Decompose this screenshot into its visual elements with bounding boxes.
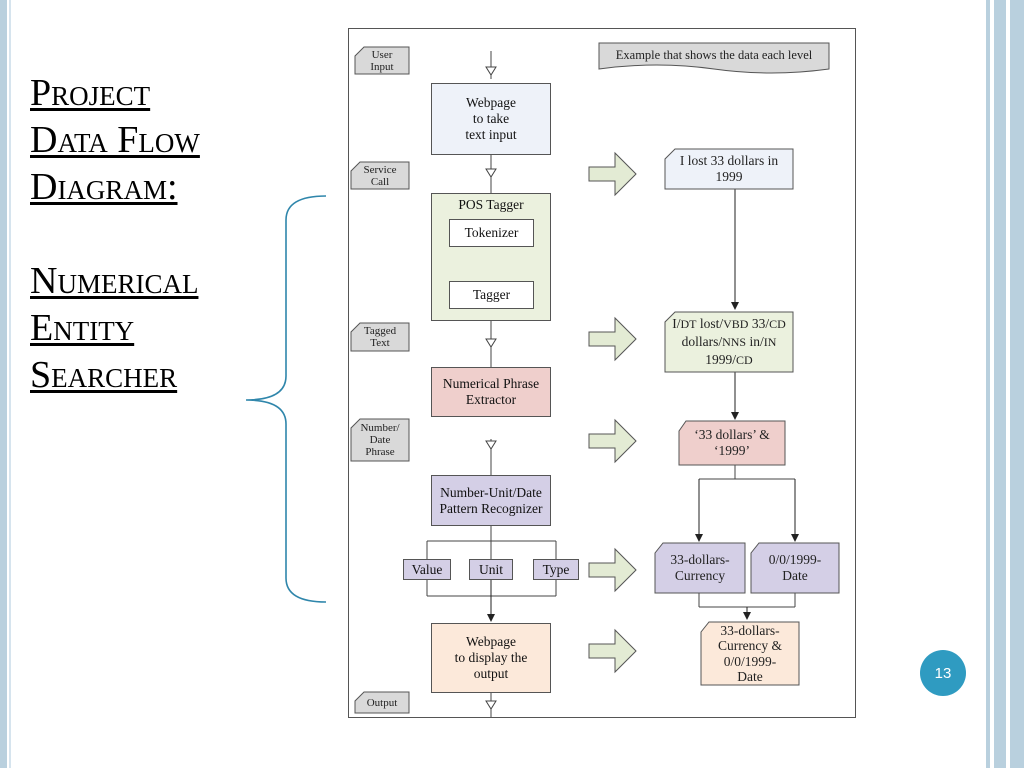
example-banner-label: Example that shows the data each level <box>615 48 813 62</box>
slide-right-border-1 <box>986 0 990 768</box>
title-line-3: Diagram: <box>30 166 178 208</box>
example-currency: 33-dollars-Currency <box>670 552 730 583</box>
subtitle-line-2: Entity <box>30 307 135 349</box>
title-line-1: Project <box>30 72 151 114</box>
slide-left-border <box>0 0 7 768</box>
type-box: Type <box>533 559 579 580</box>
page-number-badge: 13 <box>920 650 966 696</box>
pos-tagger-label: POS Tagger <box>458 197 524 212</box>
title-line-2: Data Flow <box>30 119 200 161</box>
slide-title: Project Data Flow Diagram: Numerical Ent… <box>30 70 270 399</box>
slide-right-border-3 <box>1010 0 1024 768</box>
value-box: Value <box>403 559 451 580</box>
example-tagged-text: I/DT lost/VBD 33/CD dollars/NNS in/IN 19… <box>672 316 786 367</box>
example-phrases: ‘33 dollars’ &‘1999’ <box>694 427 770 458</box>
curly-bracket <box>245 195 327 603</box>
tokenizer-box: Tokenizer <box>449 219 534 247</box>
example-final-output: 33-dollars-Currency &0/0/1999-Date <box>717 622 783 685</box>
stage-label-output: Output <box>366 696 398 709</box>
slide-right-border-2 <box>994 0 1006 768</box>
slide-left-border-line <box>9 0 11 768</box>
tagger-box: Tagger <box>449 281 534 309</box>
unit-box: Unit <box>469 559 513 580</box>
example-date: 0/0/1999-Date <box>768 552 822 583</box>
subtitle-line-3: Searcher <box>30 354 178 396</box>
diagram-connectors <box>350 42 840 717</box>
subtitle-line-1: Numerical <box>30 260 199 302</box>
